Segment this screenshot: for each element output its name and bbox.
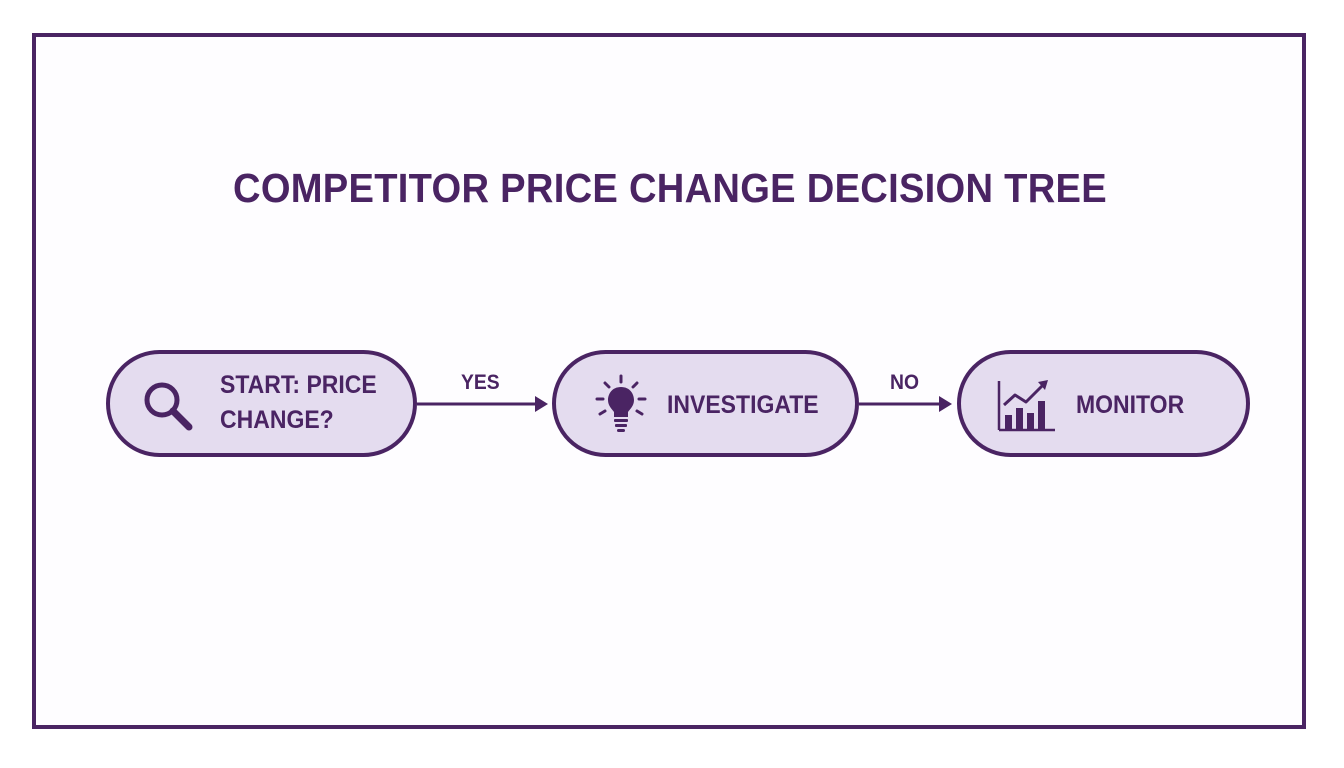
magnifier-icon bbox=[144, 382, 193, 431]
diagram-title: COMPETITOR PRICE CHANGE DECISION TREE bbox=[233, 165, 1107, 211]
node-investigate[interactable]: INVESTIGATE bbox=[552, 350, 859, 457]
node-monitor[interactable]: MONITOR bbox=[957, 350, 1250, 457]
node-start[interactable]: START: PRICE CHANGE? bbox=[106, 350, 417, 457]
edge-label-no: NO bbox=[890, 371, 919, 394]
lightbulb-icon bbox=[595, 374, 647, 432]
node-investigate-label: INVESTIGATE bbox=[667, 391, 819, 419]
bar-chart-trend-icon bbox=[997, 380, 1055, 432]
node-monitor-label: MONITOR bbox=[1076, 391, 1185, 419]
edge-label-yes: YES bbox=[461, 371, 500, 394]
node-start-label: START: PRICE CHANGE? bbox=[220, 371, 377, 434]
